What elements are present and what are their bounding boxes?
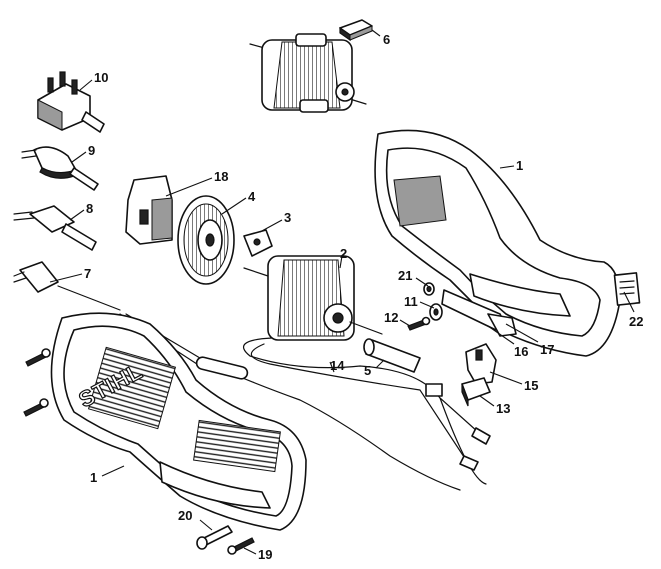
callout-13: 13 <box>496 401 510 416</box>
part-brush-holder-cover <box>125 175 173 245</box>
part-carbon-brush <box>339 19 373 42</box>
part-switch <box>461 377 491 407</box>
callout-22: 22 <box>629 314 643 329</box>
part-screw-left-lower <box>23 398 49 417</box>
leader-lines <box>49 29 635 555</box>
part-plug-euro <box>13 205 97 251</box>
callout-labels: 6 10 9 8 18 4 3 2 7 1 22 21 11 12 16 17 … <box>84 32 643 562</box>
callout-4: 4 <box>248 189 256 204</box>
part-wire-harness <box>243 337 491 485</box>
part-screw-12 <box>407 316 431 331</box>
callout-5: 5 <box>364 363 371 378</box>
callout-6: 6 <box>383 32 390 47</box>
part-housing-left: STIHL <box>50 312 307 531</box>
callout-19: 19 <box>258 547 272 562</box>
callout-10: 10 <box>94 70 108 85</box>
part-plug-uk <box>37 71 105 133</box>
part-trigger <box>441 289 517 337</box>
callout-9: 9 <box>88 143 95 158</box>
callout-12: 12 <box>384 310 398 325</box>
callout-11: 11 <box>404 294 418 309</box>
part-plug-round <box>21 146 99 191</box>
part-fan <box>177 195 235 285</box>
part-bracket <box>243 229 273 257</box>
callout-2: 2 <box>340 246 347 261</box>
callout-18: 18 <box>214 169 228 184</box>
callout-15: 15 <box>524 378 538 393</box>
part-label <box>613 272 641 306</box>
part-screw-19 <box>227 537 255 555</box>
part-power-cable <box>13 261 461 491</box>
callout-8: 8 <box>86 201 93 216</box>
part-spacer <box>429 303 443 321</box>
callout-14: 14 <box>330 358 345 373</box>
part-motor <box>243 255 383 341</box>
callout-3: 3 <box>284 210 291 225</box>
part-housing-right <box>374 129 621 357</box>
part-sleeve <box>363 338 421 373</box>
callout-17: 17 <box>540 342 554 357</box>
callout-1-right: 1 <box>516 158 523 173</box>
callout-20: 20 <box>178 508 192 523</box>
part-screw-20 <box>196 525 233 550</box>
callout-16: 16 <box>514 344 528 359</box>
part-washer <box>423 282 435 296</box>
part-motor-upper <box>249 33 367 113</box>
callout-7: 7 <box>84 266 91 281</box>
callout-1-left: 1 <box>90 470 97 485</box>
part-screw-left-upper <box>25 348 51 367</box>
callout-21: 21 <box>398 268 412 283</box>
part-switch-bracket <box>465 343 497 385</box>
